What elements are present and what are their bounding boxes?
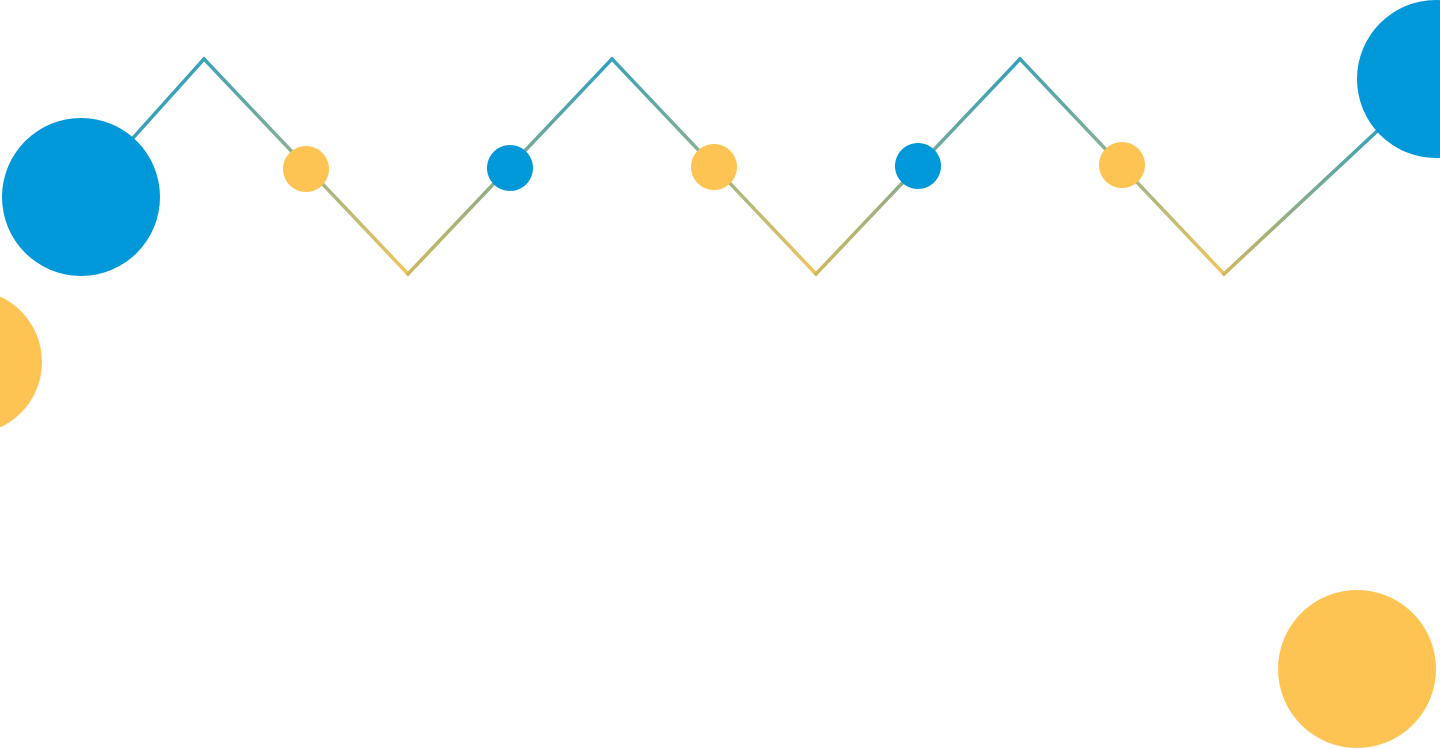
yellow-circle-left-edge bbox=[0, 296, 42, 428]
yellow-dot bbox=[283, 146, 329, 192]
blue-dot bbox=[487, 145, 533, 191]
large-yellow-circle-bottom-right bbox=[1278, 590, 1436, 748]
line-dots bbox=[283, 142, 1145, 192]
yellow-dot bbox=[1099, 142, 1145, 188]
yellow-dot bbox=[691, 144, 737, 190]
zigzag-line bbox=[77, 56, 1437, 277]
large-blue-circle-top-right bbox=[1357, 0, 1440, 158]
blue-dot bbox=[895, 143, 941, 189]
large-blue-circle-left bbox=[2, 118, 160, 276]
